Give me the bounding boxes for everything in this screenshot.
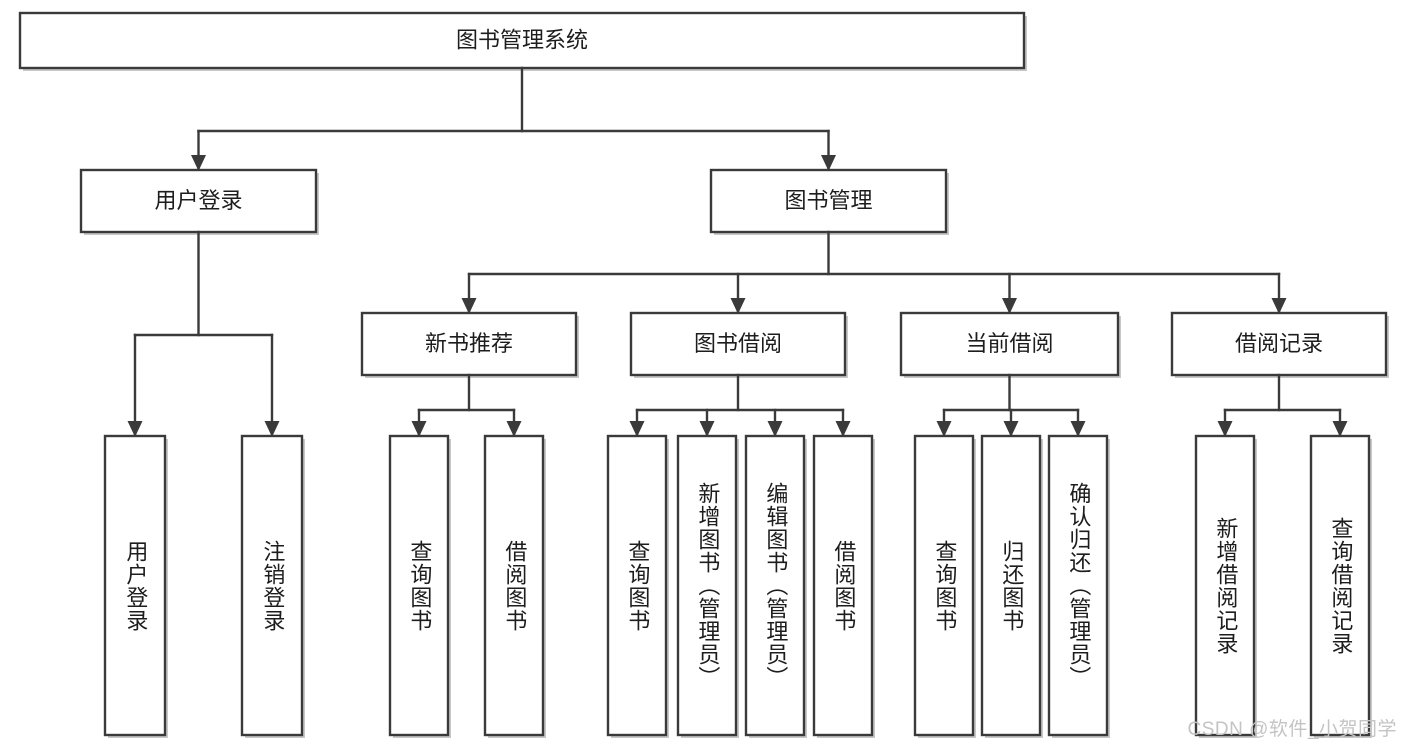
node-leaf-11[interactable] <box>1194 434 1257 738</box>
node-level2-label-1: 图书管理 <box>784 188 872 213</box>
node-level2-label-0: 用户登录 <box>154 188 242 213</box>
node-level3-1[interactable] <box>629 311 848 378</box>
arrowhead-icon <box>835 421 851 437</box>
node-leaf-10[interactable] <box>1047 434 1110 738</box>
arrowhead-icon <box>506 421 522 437</box>
arrowhead-icon <box>1271 298 1287 314</box>
arrowhead-icon <box>1332 421 1348 437</box>
node-leaf-3[interactable] <box>483 434 546 738</box>
node-leaf-4[interactable] <box>606 434 669 738</box>
arrowhead-icon <box>1003 421 1019 437</box>
arrowhead-icon <box>821 155 836 171</box>
node-leaf-5[interactable] <box>676 434 739 738</box>
arrowhead-icon <box>411 421 427 437</box>
node-leaf-12[interactable] <box>1309 434 1372 738</box>
node-leaf-8[interactable] <box>913 434 976 738</box>
arrowhead-icon <box>699 421 715 437</box>
node-level3-2[interactable] <box>899 311 1121 378</box>
arrowhead-icon <box>1070 421 1086 437</box>
arrowhead-icon <box>767 421 783 437</box>
node-level3-label-1: 图书借阅 <box>694 331 782 356</box>
node-leaf-9[interactable] <box>980 434 1043 738</box>
node-leaf-7[interactable] <box>812 434 875 738</box>
node-root-label: 图书管理系统 <box>456 27 588 52</box>
arrowhead-icon <box>629 421 645 437</box>
node-leaf-0[interactable] <box>103 434 168 738</box>
node-level3-label-0: 新书推荐 <box>425 331 513 356</box>
node-level3-label-3: 借阅记录 <box>1235 331 1323 356</box>
arrowhead-icon <box>936 421 952 437</box>
arrowhead-icon <box>127 421 143 437</box>
watermark-text: CSDN @软件_小贺同学 <box>1187 719 1397 740</box>
node-leaf-6[interactable] <box>744 434 807 738</box>
node-level2-0[interactable] <box>79 168 319 235</box>
node-leaf-1[interactable] <box>240 434 305 738</box>
arrowhead-icon <box>191 155 206 171</box>
node-level3-label-2: 当前借阅 <box>965 331 1053 356</box>
arrowhead-icon <box>264 421 280 437</box>
node-level3-3[interactable] <box>1170 311 1389 378</box>
arrowhead-icon <box>461 298 477 314</box>
arrowhead-icon <box>1002 298 1017 314</box>
node-root <box>18 11 1027 71</box>
arrowhead-icon <box>730 298 746 314</box>
arrowhead-icon <box>1217 421 1233 437</box>
node-leaf-2[interactable] <box>388 434 451 738</box>
